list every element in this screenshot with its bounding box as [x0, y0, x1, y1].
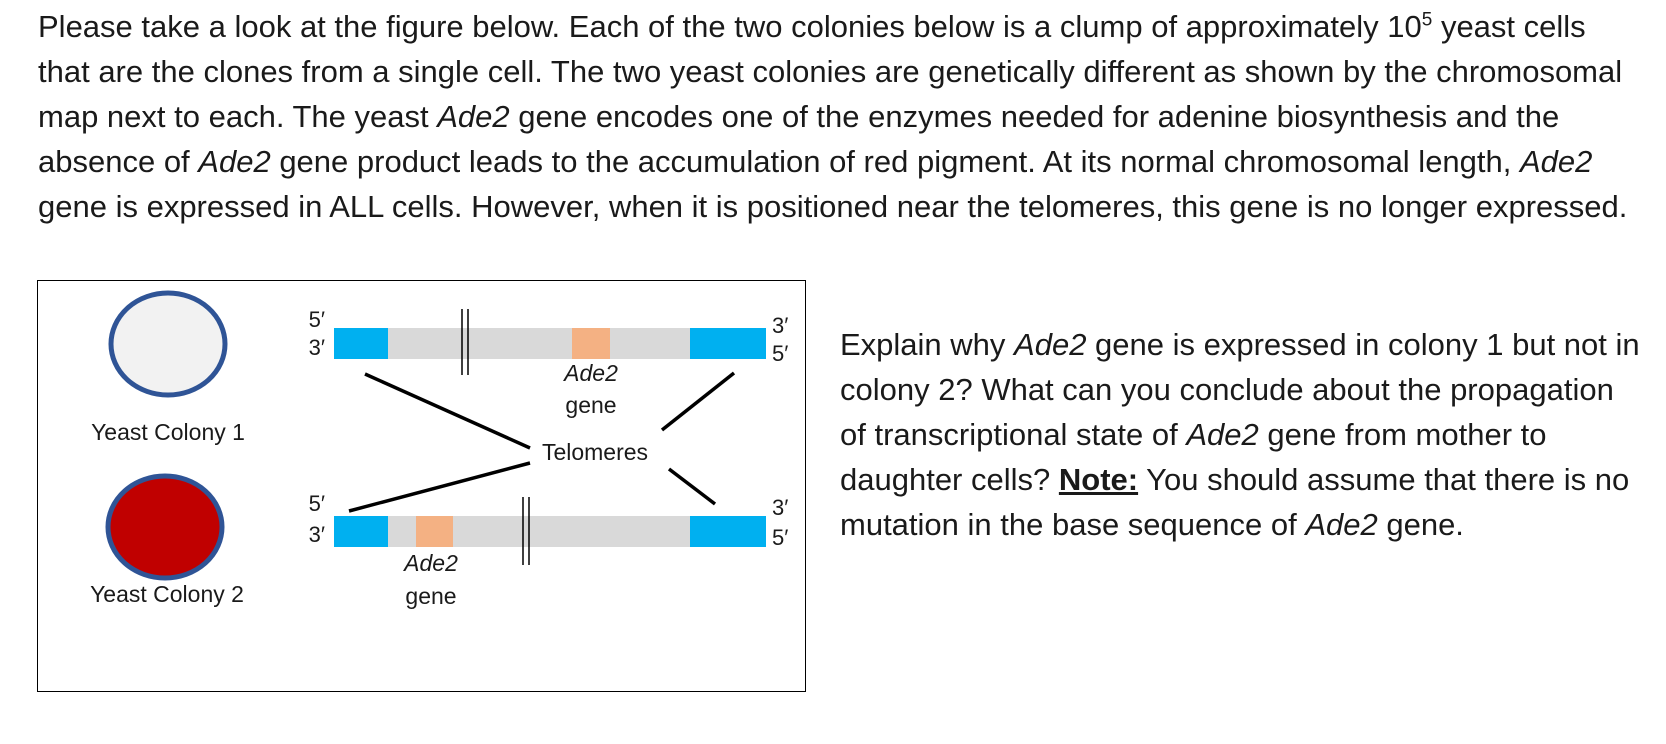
gene-name: Ade2 — [1520, 144, 1593, 179]
chrom2-5prime-left: 5′ — [309, 491, 325, 516]
telomere-pointer-line — [660, 371, 736, 432]
question-text: Explain why — [840, 327, 1015, 362]
chromosome-1-telomere-right — [690, 328, 766, 359]
gene-name: Ade2 — [1305, 507, 1378, 542]
chrom2-5prime-right: 5′ — [772, 525, 788, 550]
chrom1-3prime-right: 3′ — [772, 313, 788, 338]
gene-name: Ade2 — [198, 144, 271, 179]
intro-paragraph: Please take a look at the figure below. … — [38, 4, 1638, 229]
chromosome-diagram: Yeast Colony 1 Yeast Colony 2 5′ 3′ 3′ 5… — [90, 290, 788, 609]
intro-text: gene product leads to the accumulation o… — [270, 144, 1520, 179]
chromosome-2-telomere-left — [334, 516, 388, 547]
chrom1-5prime-right: 5′ — [772, 341, 788, 366]
intro-text: Please take a look at the figure below. … — [38, 9, 1422, 44]
telomeres-label: Telomeres — [542, 439, 648, 465]
chromosome-2-telomere-right — [690, 516, 766, 547]
question-text: gene. — [1377, 507, 1464, 542]
chrom2-3prime-right: 3′ — [772, 495, 788, 520]
chrom2-gene-label: Ade2 — [402, 550, 458, 576]
colony-1-circle — [108, 290, 228, 398]
chromosome-1-telomere-left — [334, 328, 388, 359]
chrom2-3prime-left: 3′ — [309, 522, 325, 547]
gene-name: Ade2 — [437, 99, 510, 134]
chromosome-2-ade2-gene — [416, 516, 453, 547]
telomere-pointer-line — [667, 467, 717, 506]
intro-text: gene encodes one of the enzymes needed f… — [38, 99, 1560, 179]
chrom1-5prime-left: 5′ — [309, 307, 325, 332]
exponent: 5 — [1421, 9, 1433, 31]
question-paragraph: Explain why Ade2 gene is expressed in co… — [840, 322, 1640, 547]
figure-box: Yeast Colony 1 Yeast Colony 2 5′ 3′ 3′ 5… — [37, 280, 806, 692]
chromosome-1-body — [388, 328, 690, 359]
chrom1-3prime-left: 3′ — [309, 335, 325, 360]
gene-name: Ade2 — [1014, 327, 1087, 362]
chromosome-1 — [334, 309, 766, 375]
gene-name: Ade2 — [1186, 417, 1259, 452]
chrom1-gene-label: Ade2 — [562, 360, 618, 386]
chrom2-gene-word: gene — [405, 583, 456, 609]
chrom1-gene-word: gene — [565, 392, 616, 418]
telomere-pointer-line — [364, 372, 531, 450]
question-text: gene is expressed in colony 1 but not in… — [840, 327, 1640, 452]
colony-2-circle — [105, 473, 225, 581]
telomere-pointer-line — [348, 461, 531, 513]
colony-2-label: Yeast Colony 2 — [90, 581, 244, 607]
question-text: gene from mother to daughter cells? — [840, 417, 1547, 497]
note-label: Note: — [1058, 462, 1139, 497]
intro-text: yeast cells that are the clones from a s… — [38, 9, 1623, 134]
colony-1-label: Yeast Colony 1 — [91, 419, 245, 445]
intro-text: gene is expressed in ALL cells. However,… — [38, 189, 1628, 224]
chromosome-1-ade2-gene — [572, 328, 610, 359]
question-text: You should assume that there is no mutat… — [840, 462, 1630, 542]
chromosome-2 — [334, 497, 766, 565]
